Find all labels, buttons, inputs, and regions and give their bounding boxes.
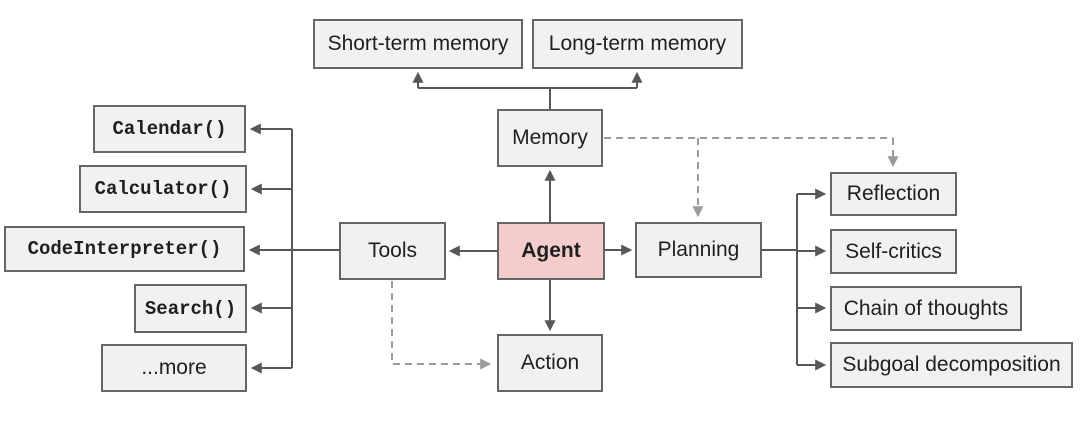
- node-subgoal-decomposition: Subgoal decomposition: [830, 342, 1073, 388]
- node-short-term-memory: Short-term memory: [313, 19, 523, 69]
- node-tools: Tools: [339, 222, 446, 280]
- node-reflection: Reflection: [830, 172, 957, 216]
- node-label: Short-term memory: [327, 32, 509, 55]
- node-more-tools: ...more: [101, 344, 247, 392]
- node-memory: Memory: [497, 109, 603, 167]
- node-calendar: Calendar(): [93, 105, 246, 153]
- node-action: Action: [497, 334, 603, 392]
- node-label: Chain of thoughts: [843, 296, 1009, 320]
- edge-memory-stem: [418, 87, 637, 109]
- node-label: Long-term memory: [548, 32, 727, 55]
- node-label: Self-critics: [845, 239, 942, 263]
- node-long-term-memory: Long-term memory: [532, 19, 743, 69]
- node-label: Tools: [367, 239, 418, 262]
- node-planning: Planning: [635, 222, 762, 278]
- node-label: Memory: [512, 126, 588, 149]
- node-self-critics: Self-critics: [830, 229, 957, 274]
- node-label: Action: [520, 351, 580, 374]
- node-chain-of-thoughts: Chain of thoughts: [830, 286, 1022, 331]
- node-code-interpreter: CodeInterpreter(): [4, 226, 245, 272]
- node-label: CodeInterpreter(): [27, 238, 222, 260]
- edge-tools-trunk: [291, 129, 339, 368]
- node-label: ...more: [141, 356, 207, 379]
- node-label: Planning: [657, 238, 740, 261]
- node-label: Reflection: [846, 182, 941, 205]
- edge-tools-dashed-to-action: [391, 281, 492, 370]
- node-search: Search(): [134, 284, 247, 333]
- node-label: Search(): [144, 297, 237, 320]
- node-label: Agent: [521, 239, 581, 262]
- node-label: Calendar(): [112, 118, 227, 140]
- node-agent: Agent: [497, 222, 605, 280]
- node-calculator: Calculator(): [79, 165, 247, 213]
- node-label: Subgoal decomposition: [842, 353, 1061, 376]
- node-label: Calculator(): [94, 178, 232, 200]
- edge-planning-trunk: [762, 194, 798, 365]
